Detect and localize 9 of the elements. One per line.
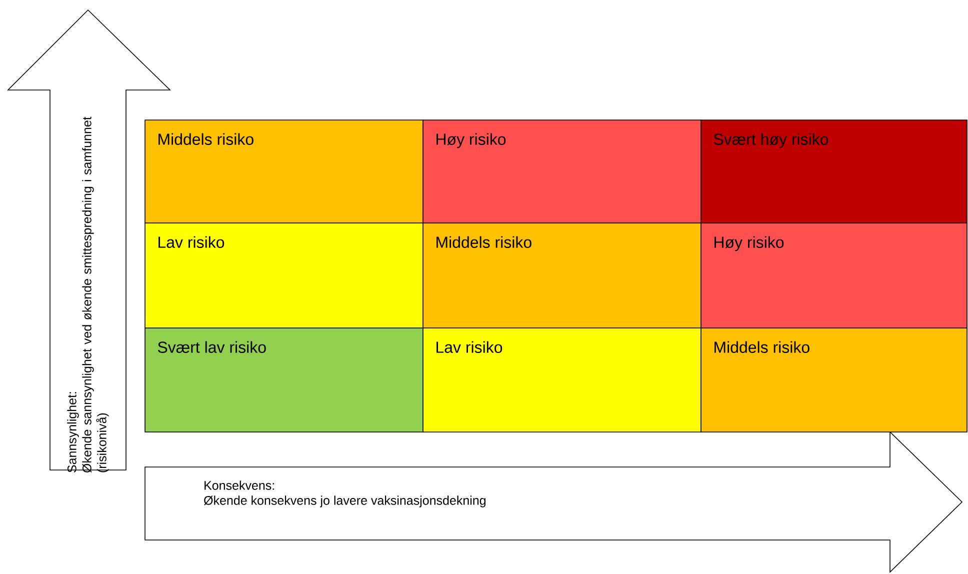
risk-cell: Høy risiko — [422, 120, 702, 224]
risk-cell: Middels risiko — [144, 120, 424, 224]
risk-cell: Svært lav risiko — [144, 328, 424, 432]
risk-cell: Svært høy risiko — [700, 120, 968, 224]
risk-cell: Middels risiko — [700, 328, 968, 432]
risk-cell: Lav risiko — [422, 328, 702, 432]
risk-cell: Lav risiko — [144, 222, 424, 328]
risk-cell: Middels risiko — [422, 222, 702, 328]
risk-cell: Høy risiko — [700, 222, 968, 328]
